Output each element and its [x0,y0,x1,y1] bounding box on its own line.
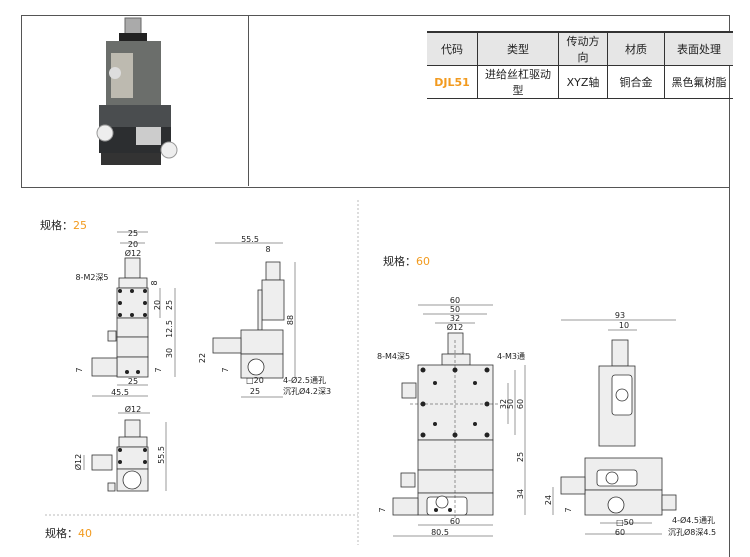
dim-label: 32 [450,314,460,323]
dim-label: Ø12 [125,404,141,414]
spec-prefix: 规格： [383,255,416,268]
dim-label: 60 [615,528,625,537]
dim-label: 4-Ø2.5通孔 [283,375,326,385]
dims-25-front: 25 20 Ø12 8-M2深5 8 20 25 12.5 30 7 7 25 … [75,229,174,397]
dim-label: 25 [250,387,260,396]
spec-label-40: 规格：40 [45,525,92,541]
drawing-25-top [83,412,167,492]
dim-label: 7 [75,367,84,372]
dim-label: 60 [516,399,525,409]
section-dividers [45,200,359,545]
header-code: 代码 [427,31,478,66]
spec-value: 60 [416,255,430,268]
dim-label: 80.5 [431,528,449,537]
dim-label: Ø12 [125,248,141,258]
dim-label: 22 [198,353,207,363]
dim-label: 60 [450,517,460,526]
dim-label: 25 [128,377,138,386]
dim-label: 8-M4深5 [377,352,410,361]
dims-25-top: Ø12 Ø12 55.5 [73,404,166,470]
table-row: DJL51 进给丝杠驱动型 XYZ轴 铜合金 黑色氟树脂 [427,65,733,99]
dim-label: 25 [516,452,525,462]
dim-label: 8 [265,245,270,254]
header-type: 类型 [477,31,559,66]
dim-label: 55.5 [241,235,259,244]
cell-code: DJL51 [427,65,478,99]
dim-label: 4-Ø4.5通孔 [672,515,715,525]
dim-label: 55.5 [157,446,166,464]
header-direction: 传动方向 [558,31,608,66]
cell-surface: 黑色氟树脂 [664,65,733,99]
header-surface: 表面处理 [664,31,733,66]
spec-label-25: 规格：25 [40,217,87,233]
drawing-25-front [91,231,176,397]
dim-label: 沉孔Ø8深4.5 [668,527,716,537]
dim-label: 32 [499,399,508,409]
cell-type: 进给丝杠驱动型 [477,65,559,99]
spec-value: 40 [78,527,92,540]
dim-label: 沉孔Ø4.2深3 [283,386,331,396]
dim-label: 50 [450,305,460,314]
spec-label-60: 规格：60 [383,253,430,269]
dim-label: Ø12 [447,322,463,332]
drawing-60-front [392,304,526,537]
product-photo [96,17,178,165]
header-material: 材质 [607,31,665,66]
drawing-25-side [212,242,296,398]
dim-label: 8-M2深5 [75,273,108,282]
cell-direction: XYZ轴 [558,65,608,99]
dim-label: 7 [378,507,387,512]
dim-label: 8 [150,280,159,285]
product-frame [21,15,730,188]
spec-value: 25 [73,219,87,232]
dim-label: □50 [616,518,634,527]
dims-60-front: 60 50 32 Ø12 8-M4深5 4-M3通 32 50 60 25 34… [377,296,525,537]
dim-label: 24 [544,495,553,505]
dim-label: 93 [615,311,625,320]
spec-prefix: 规格： [40,219,73,232]
drawing-60-side [552,319,677,535]
dim-label: 30 [165,348,174,358]
cell-material: 铜合金 [607,65,665,99]
spec-prefix: 规格： [45,527,78,540]
dim-label: 10 [619,321,629,330]
dim-label: 88 [286,315,295,325]
dim-label: 20 [153,300,162,310]
dim-label: 50 [506,399,515,409]
dim-label: 45.5 [111,388,129,397]
product-photo-box [21,15,249,186]
dim-label: □20 [246,376,264,385]
dim-label: Ø12 [73,454,83,470]
dim-label: 7 [221,367,230,372]
frame-right-border [729,15,730,557]
dim-label: 7 [154,367,163,372]
dim-label: 25 [165,300,174,310]
dim-label: 4-M3通 [497,351,525,361]
dims-60-side: 93 10 24 7 □50 60 4-Ø4.5通孔 沉孔Ø8深4.5 [544,311,716,537]
table-header-row: 代码 类型 传动方向 材质 表面处理 [427,31,733,66]
dim-label: 34 [516,489,525,499]
dim-label: 7 [564,507,573,512]
dims-25-side: 55.5 8 88 22 7 □20 25 4-Ø2.5通孔 沉孔Ø4.2深3 [198,235,331,396]
dim-label: 20 [128,240,138,249]
dim-label: 25 [128,229,138,238]
dim-label: 12.5 [165,320,174,338]
spec-table: 代码 类型 传动方向 材质 表面处理 DJL51 进给丝杠驱动型 XYZ轴 铜合… [427,31,733,99]
dim-label: 60 [450,296,460,305]
